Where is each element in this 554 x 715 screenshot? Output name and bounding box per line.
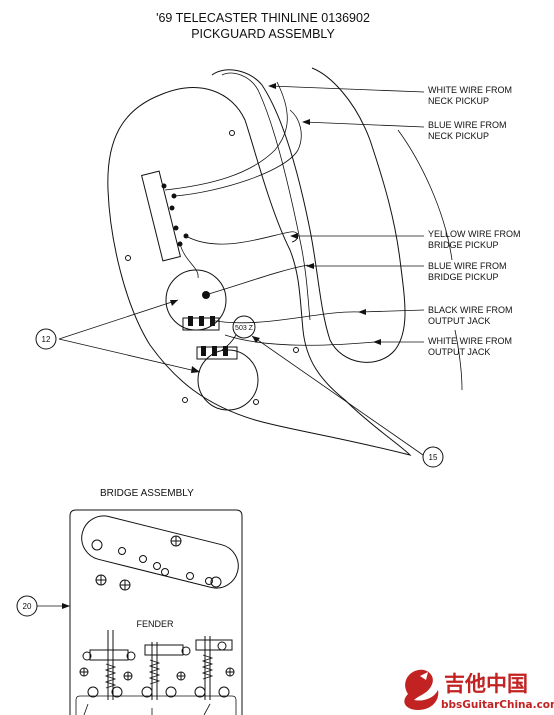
arrow-20 <box>62 603 70 609</box>
callout-arrows <box>170 83 381 373</box>
body-contour <box>211 67 406 363</box>
bridge-plate-inner <box>75 695 237 715</box>
screw-2 <box>125 255 131 261</box>
callout-texts: WHITE WIRE FROM NECK PICKUP BLUE WIRE FR… <box>428 85 521 357</box>
capacitor-label: 503 Z <box>235 325 254 332</box>
wire-jack-black <box>209 311 361 324</box>
wire-neck-white <box>164 81 288 191</box>
pickguard-outline <box>107 87 412 456</box>
wire-bridge-yellow <box>185 231 299 245</box>
callout-neck-blue-l2: NECK PICKUP <box>428 131 489 141</box>
callout-neck-white-l1: WHITE WIRE FROM <box>428 85 512 95</box>
bridge-holes <box>82 641 230 698</box>
part-balloon-12 <box>35 328 57 350</box>
callout-bridge-yellow-l2: BRIDGE PICKUP <box>428 240 499 250</box>
pickup-screw-right <box>210 576 222 588</box>
f-hole-line <box>397 129 453 261</box>
wire-bridge-blue <box>204 264 309 296</box>
capacitor <box>232 315 256 339</box>
watermark: 吉他中国 bbsGuitarChina.com <box>404 669 554 711</box>
part-number-20: 20 <box>23 602 32 611</box>
pickup-poles <box>118 547 213 585</box>
wire-switch-to-pot <box>179 243 199 279</box>
tone-pot-solder <box>201 346 228 356</box>
capacitor-lead <box>221 334 237 351</box>
volume-pot-lug <box>202 291 210 299</box>
callout-jack-white-l1: WHITE WIRE FROM <box>428 336 512 346</box>
switch-lugs <box>161 183 189 247</box>
bridge-heading: BRIDGE ASSEMBLY <box>100 488 194 499</box>
callout-neck-white-l2: NECK PICKUP <box>428 96 489 106</box>
callout-jack-black-l1: BLACK WIRE FROM <box>428 305 513 315</box>
f-hole-line-lower <box>454 329 463 391</box>
watermark-cn: 吉他中国 <box>444 672 528 696</box>
title-line-1: '69 TELECASTER THINLINE 0136902 <box>156 11 370 25</box>
volume-pot-solder <box>188 316 215 326</box>
saddles <box>89 630 233 700</box>
body-contour-2 <box>221 72 311 321</box>
saddle-springs <box>104 654 214 689</box>
callout-bridge-yellow-l1: YELLOW WIRE FROM <box>428 229 521 239</box>
bottom-leaders <box>83 703 211 715</box>
watermark-url: bbsGuitarChina.com <box>441 699 554 711</box>
callout-jack-white-l2: OUTPUT JACK <box>428 347 490 357</box>
bridge-pickup <box>81 515 239 589</box>
wire-jack-white <box>224 334 376 346</box>
dragon-logo-icon <box>404 669 439 710</box>
screw-5 <box>253 399 259 405</box>
title-line-2: PICKGUARD ASSEMBLY <box>191 27 335 41</box>
screw-1 <box>229 130 235 136</box>
bridge-brand: FENDER <box>136 619 174 629</box>
bridge-small-screws <box>79 667 235 681</box>
part-number-12: 12 <box>42 335 51 344</box>
callout-neck-blue-l1: BLUE WIRE FROM <box>428 120 507 130</box>
callout-leaders <box>58 85 425 456</box>
part-number-15: 15 <box>429 453 438 462</box>
bridge-plate <box>69 509 243 715</box>
wire-neck-blue <box>174 109 302 197</box>
bridge-mount-screws <box>95 535 182 591</box>
callout-bridge-blue-l1: BLUE WIRE FROM <box>428 261 507 271</box>
selector-switch <box>141 170 181 262</box>
pickup-screw-left <box>91 539 103 551</box>
callout-bridge-blue-l2: BRIDGE PICKUP <box>428 272 499 282</box>
part-balloon-15 <box>422 446 444 468</box>
screw-3 <box>182 397 188 403</box>
callout-jack-black-l2: OUTPUT JACK <box>428 316 490 326</box>
screw-4 <box>293 347 299 353</box>
